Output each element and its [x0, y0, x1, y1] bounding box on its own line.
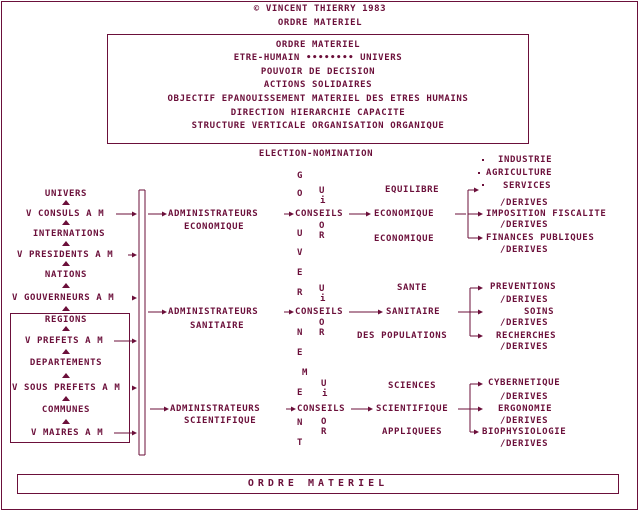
domain-label: ECONOMIQUE [374, 234, 435, 244]
outcome-label: /DERIVES [500, 220, 549, 230]
outcome-label: /DERIVES [500, 416, 549, 426]
domain-label: EQUILIBRE [385, 185, 440, 195]
bullet-icon [482, 184, 484, 186]
outcome-label: SOINS [524, 307, 555, 317]
gouvernement-letter: E [297, 388, 303, 398]
level-label: V CONSULS A M [26, 209, 105, 219]
conseils-economique: CONSEILS [295, 209, 344, 219]
outcome-label: IMPOSITION FISCALITE [486, 209, 607, 219]
conseils-scientifique: CONSEILS [297, 404, 346, 414]
level-label: REGIONS [44, 315, 88, 325]
outcome-label: FINANCES PUBLIQUES [486, 233, 595, 243]
union-letter: O [319, 318, 325, 328]
principle-line: DIRECTION HIERARCHIE CAPACITE [230, 108, 406, 118]
domain-label: SANITAIRE [386, 307, 441, 317]
outcome-label: /DERIVES [500, 198, 549, 208]
admin-economique-line2: ECONOMIQUE [184, 222, 245, 232]
admin-economique-line1: ADMINISTRATEURS [168, 209, 259, 219]
gouvernement-letter: E [297, 348, 303, 358]
level-label: V GOUVERNEURS A M [12, 293, 115, 303]
union-letter: U [321, 379, 327, 389]
outcome-label: BIOPHYSIOLOGIE [482, 427, 567, 437]
footer-title: ORDRE MATERIEL [247, 478, 389, 489]
outcome-label: ERGONOMIE [498, 404, 553, 414]
sector-label: SERVICES [503, 181, 552, 191]
gouvernement-letter: M [302, 368, 308, 378]
gouvernement-letter: V [297, 248, 303, 258]
admin-scientifique-line1: ADMINISTRATEURS [170, 404, 261, 414]
principle-line: OBJECTIF EPANOUISSEMENT MATERIEL DES ETR… [167, 94, 469, 104]
footer-box [17, 474, 619, 494]
domain-label: SCIENCES [388, 381, 437, 391]
principle-line: POUVOIR DE DECISION [260, 67, 376, 77]
admin-sanitaire-line1: ADMINISTRATEURS [168, 307, 259, 317]
gouvernement-letter: R [297, 288, 303, 298]
level-label: V PREFETS A M [25, 336, 104, 346]
outcome-label: /DERIVES [500, 318, 549, 328]
gouvernement-letter: U [297, 229, 303, 239]
admin-scientifique-line2: SCIENTIFIQUE [184, 416, 257, 426]
union-letter: i [320, 196, 326, 206]
union-letter: O [319, 221, 325, 231]
union-letter: U [319, 284, 325, 294]
level-label: INTERNATIONS [32, 229, 106, 239]
gouvernement-letter: N [297, 418, 303, 428]
gouvernement-letter: T [297, 438, 303, 448]
union-letter: O [321, 417, 327, 427]
level-label: V MAIRES A M [31, 428, 104, 438]
outcome-label: /DERIVES [500, 295, 549, 305]
level-label: NATIONS [44, 270, 88, 280]
sector-label: AGRICULTURE [486, 168, 553, 178]
gouvernement-letter: E [297, 268, 303, 278]
outcome-label: /DERIVES [500, 439, 549, 449]
outcome-label: /DERIVES [500, 245, 549, 255]
outcome-label: RECHERCHES [496, 331, 557, 341]
admin-sanitaire-line2: SANITAIRE [190, 321, 245, 331]
outcome-label: /DERIVES [500, 392, 549, 402]
page-title: ORDRE MATERIEL [277, 18, 363, 28]
union-letter: R [321, 427, 327, 437]
union-letter: U [319, 186, 325, 196]
principles-box [107, 34, 529, 144]
level-label: COMMUNES [41, 405, 91, 415]
domain-label: APPLIQUEES [382, 427, 443, 437]
principle-line: ETRE-HUMAIN •••••••• UNIVERS [233, 53, 403, 63]
gouvernement-letter: O [297, 189, 303, 199]
bullet-icon [478, 172, 480, 174]
gouvernement-letter: N [297, 328, 303, 338]
principle-line: ACTIONS SOLIDAIRES [263, 80, 373, 90]
local-levels-box [10, 313, 130, 443]
domain-label: SCIENTIFIQUE [376, 404, 449, 414]
outcome-label: PREVENTIONS [490, 282, 557, 292]
gouvernement-letter: G [297, 171, 303, 181]
level-label: V SOUS PREFETS A M [12, 383, 121, 393]
union-letter: R [319, 328, 325, 338]
conseils-sanitaire: CONSEILS [295, 307, 344, 317]
level-label: UNIVERS [44, 189, 88, 199]
domain-label: SANTE [397, 283, 428, 293]
domain-label: DES POPULATIONS [357, 331, 448, 341]
union-letter: R [319, 231, 325, 241]
copyright: © VINCENT THIERRY 1983 [253, 4, 387, 14]
principle-line: ORDRE MATERIEL [275, 40, 361, 50]
principle-line: STRUCTURE VERTICALE ORGANISATION ORGANIQ… [191, 121, 445, 131]
election-nomination-label: ELECTION-NOMINATION [258, 149, 374, 159]
union-letter: i [322, 389, 328, 399]
bullet-icon [482, 159, 484, 161]
level-label: V PRESIDENTS A M [17, 250, 114, 260]
outcome-label: CYBERNETIQUE [488, 378, 561, 388]
union-letter: i [320, 294, 326, 304]
domain-label: ECONOMIQUE [374, 209, 435, 219]
outcome-label: /DERIVES [500, 342, 549, 352]
level-label: DEPARTEMENTS [29, 358, 103, 368]
sector-label: INDUSTRIE [498, 155, 553, 165]
